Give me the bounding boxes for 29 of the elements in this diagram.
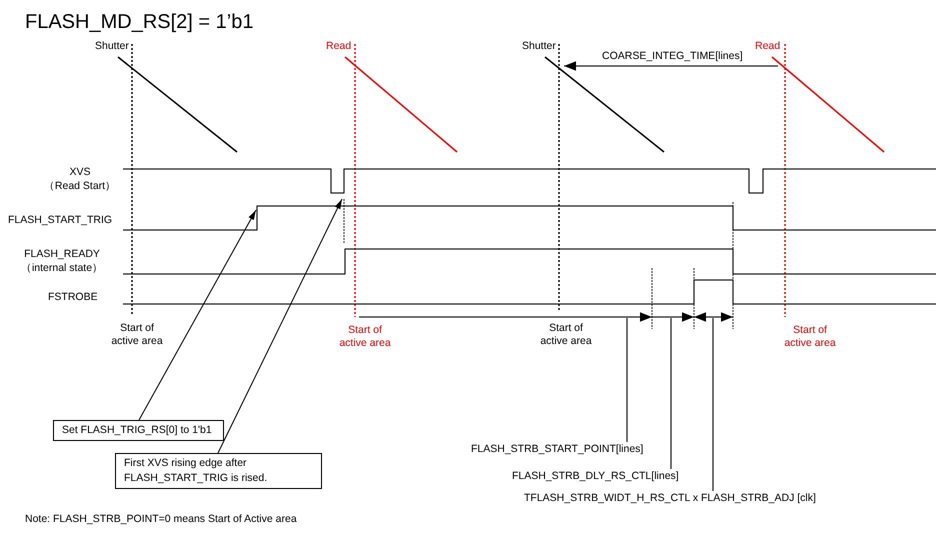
event-label: Read [326, 40, 352, 53]
leader-line [670, 318, 672, 470]
callout-text: First XVS rising edge after FLASH_START_TRIG is rised. [124, 456, 268, 486]
event-label: Shutter [522, 40, 556, 53]
event-label: Shutter [95, 40, 129, 53]
note-text: Note: FLASH_STRB_POINT=0 means Start of Active area [25, 513, 297, 526]
signal-name: FSTROBE [48, 291, 98, 304]
parameter-label: FLASH_STRB_START_POINT[lines] [471, 442, 644, 457]
dimension-label: COARSE_INTEG_TIME[lines] [602, 50, 743, 63]
event-label: Read [755, 40, 780, 53]
marker-label: Start of active area [338, 324, 392, 350]
signal-name: XVS [69, 166, 90, 179]
parameter-label: FLASH_STRB_DLY_RS_CTL[lines] [512, 469, 679, 484]
signal-note: （Read Start） [44, 180, 116, 193]
leader-line [626, 318, 628, 442]
leader-arrow [138, 210, 256, 420]
signal-name: FLASH_READY [24, 248, 100, 261]
signal-note: （internal state） [20, 262, 104, 275]
callout-box [115, 453, 322, 489]
marker-label: Start of active area [783, 324, 837, 350]
leader-arrow [218, 198, 342, 454]
callout-box [53, 420, 224, 441]
marker-label: Start of active area [539, 322, 593, 348]
diagram-title: FLASH_MD_RS[2] = 1’b1 [25, 11, 254, 33]
marker-label: Start of active area [110, 322, 164, 348]
callout-text: Set FLASH_TRIG_RS[0] to 1'b1 [62, 423, 213, 438]
signal-name: FLASH_START_TRIG [8, 214, 112, 227]
leader-line [712, 318, 714, 492]
parameter-label: TFLASH_STRB_WIDT_H_RS_CTL x FLASH_STRB_ADJ [clk] [524, 491, 816, 506]
